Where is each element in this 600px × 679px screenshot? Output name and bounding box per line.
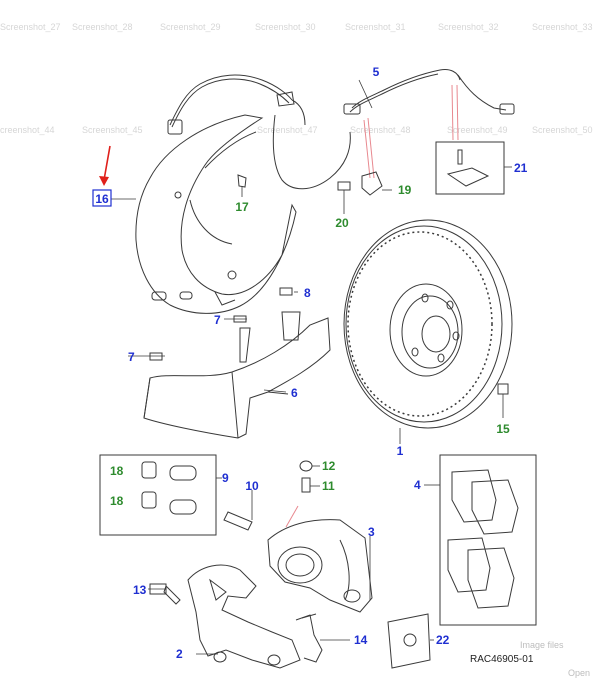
callout-19: 19 [398, 183, 412, 197]
brake-disc-part [343, 219, 513, 444]
image-files-label: Image files [520, 640, 564, 650]
callout-2: 2 [176, 647, 183, 661]
bolt-7-lower-part [149, 352, 163, 361]
wear-sensor-part [167, 69, 515, 190]
watermark-label: Screenshot_50 [532, 125, 593, 135]
bleed-screw-part [299, 460, 320, 493]
callout-leaders [111, 79, 440, 655]
callout-3: 3 [368, 525, 375, 539]
callout-10: 10 [245, 479, 259, 493]
watermark-label: Screenshot_47 [257, 125, 318, 135]
sensor-bracket-21 [435, 141, 512, 195]
callout-11: 11 [322, 479, 335, 493]
watermark-label: Screenshot_28 [72, 22, 133, 32]
callout-14: 14 [354, 633, 368, 647]
callout-1: 1 [397, 444, 404, 458]
highlight-arrow [99, 145, 111, 186]
callout-9: 9 [222, 471, 229, 485]
drawing-reference: RAC46905-01 [470, 654, 534, 665]
callout-20: 20 [335, 216, 349, 230]
watermark-row-top: Screenshot_27 Screenshot_28 Screenshot_2… [0, 22, 593, 32]
callout-18-upper: 18 [110, 464, 124, 478]
brake-caliper-part [267, 505, 373, 613]
watermark-label: Screenshot_32 [438, 22, 499, 32]
bolt-8-part [279, 287, 293, 296]
callout-22: 22 [436, 633, 450, 647]
clip-19-part [361, 171, 392, 196]
bolt-20-part [337, 181, 351, 214]
watermark-label: Screenshot_49 [447, 125, 508, 135]
watermark-label: Screenshot_27 [0, 22, 61, 32]
watermark-label: Screenshot_48 [350, 125, 411, 135]
watermark-label: Screenshot_30 [255, 22, 316, 32]
highlight-box [92, 189, 112, 207]
callout-6: 6 [291, 386, 298, 400]
watermark-label: creenshot_44 [0, 125, 55, 135]
bolt-13-part [149, 583, 181, 605]
callout-15: 15 [496, 422, 510, 436]
callout-8: 8 [304, 286, 311, 300]
watermark-label: Screenshot_45 [82, 125, 143, 135]
dust-shield-part [135, 114, 297, 314]
bolt-7-upper-part [233, 315, 247, 323]
watermark-row-mid: creenshot_44 Screenshot_45 Screenshot_47… [0, 125, 593, 135]
watermark-label: Screenshot_31 [345, 22, 406, 32]
caliper-carrier-part [187, 564, 301, 669]
callout-5: 5 [373, 65, 380, 79]
callout-labels: 16 5 21 17 19 20 8 7 7 6 15 1 18 18 9 10… [95, 65, 527, 661]
callout-7-upper: 7 [214, 313, 221, 327]
callout-17: 17 [235, 200, 249, 214]
callout-21: 21 [514, 161, 528, 175]
watermark-label: Screenshot_29 [160, 22, 221, 32]
callout-13: 13 [133, 583, 147, 597]
open-label: Open [568, 668, 590, 678]
callout-4: 4 [414, 478, 421, 492]
brake-pad-kit-box [439, 454, 537, 626]
guide-pin-kit-box [99, 454, 222, 536]
watermark-label: Screenshot_33 [532, 22, 593, 32]
air-deflector-part [143, 311, 331, 439]
bolt-17-part [237, 174, 247, 197]
spring-clip-14-part [295, 613, 323, 663]
callout-12: 12 [322, 459, 336, 473]
callout-16: 16 [95, 192, 109, 206]
callout-7-lower: 7 [128, 350, 135, 364]
screw-15-part [497, 383, 509, 418]
caliper-badge-22-part [387, 613, 431, 669]
guide-bolt-10-part [223, 490, 253, 531]
callout-18-lower: 18 [110, 494, 124, 508]
